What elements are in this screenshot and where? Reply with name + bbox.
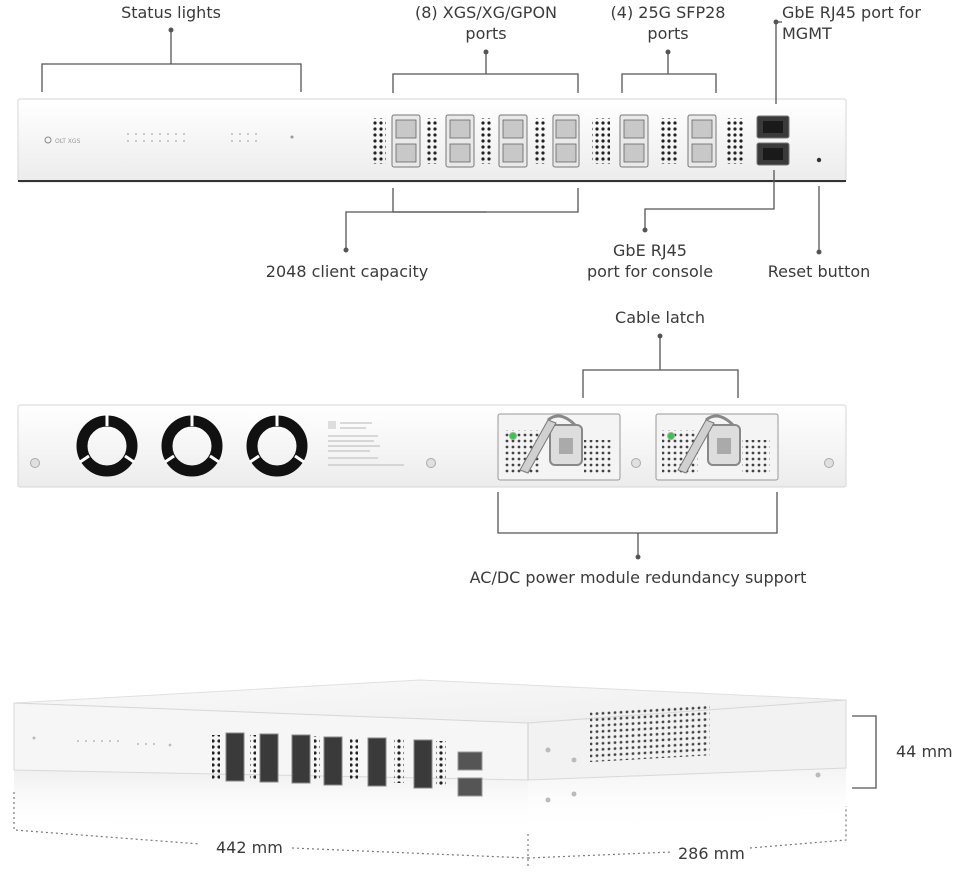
sfp28-ports-label-line1: (4) 25G SFP28	[610, 3, 726, 22]
device-logo: OLT XGS	[44, 136, 81, 145]
front-vent-5	[592, 118, 610, 164]
power-module-1	[497, 413, 621, 481]
rj45-port-group	[756, 115, 790, 166]
front-vent-4	[534, 118, 546, 164]
cable-latch-label: Cable latch	[615, 308, 705, 327]
front-vent-2	[426, 118, 438, 164]
status-led-group	[127, 133, 294, 142]
perspective-port-row	[212, 732, 483, 797]
client-capacity-label: 2048 client capacity	[265, 262, 429, 281]
front-callouts	[41, 19, 822, 255]
front-panel: OLT XGS	[17, 98, 847, 183]
xgs-ports-label-line1: (8) XGS/XG/GPON	[414, 3, 558, 22]
dimension-lines	[13, 715, 877, 868]
rear-callouts	[497, 333, 778, 560]
front-vent-3	[480, 118, 492, 164]
reset-button-label: Reset button	[767, 262, 871, 281]
mgmt-port-label-line2: MGMT	[782, 24, 832, 43]
status-lights-label: Status lights	[121, 3, 221, 22]
height-dimension-label: 44 mm	[896, 742, 953, 761]
depth-dimension-label: 286 mm	[678, 844, 745, 863]
power-module-2	[655, 413, 779, 481]
width-dimension-label: 442 mm	[216, 838, 283, 857]
console-port-label-line2: port for console	[586, 262, 714, 281]
svg-text:OLT XGS: OLT XGS	[55, 138, 81, 145]
rear-panel	[17, 404, 847, 488]
console-port-label-line1: GbE RJ45	[613, 241, 687, 260]
fan-3	[246, 415, 308, 477]
power-module-label: AC/DC power module redundancy support	[469, 568, 807, 587]
front-vent-1	[372, 118, 386, 164]
front-vent-6	[660, 118, 678, 164]
xgs-ports-label-line2: ports	[465, 24, 507, 43]
regulatory-label	[328, 421, 404, 466]
front-vent-7	[726, 118, 744, 164]
mgmt-port-label-line1: GbE RJ45 port for	[782, 3, 921, 22]
reset-button	[816, 157, 822, 163]
fan-2	[161, 415, 223, 477]
sfp28-ports-label-line2: ports	[647, 24, 689, 43]
device-perspective-view	[13, 679, 847, 835]
fan-1	[76, 415, 138, 477]
